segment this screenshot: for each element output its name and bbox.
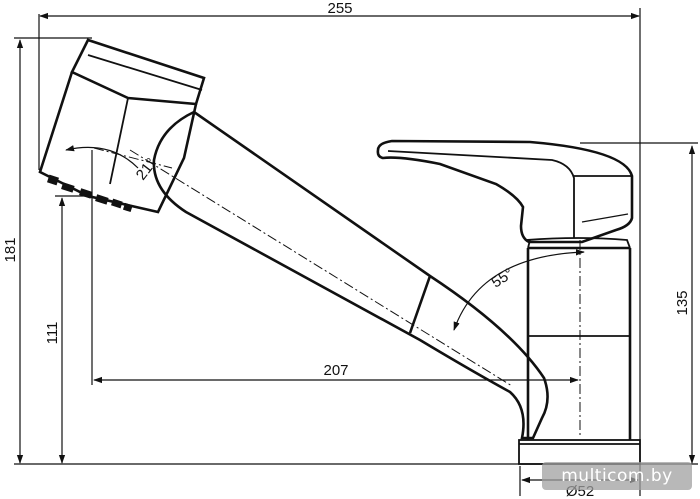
- spout-joint-line: [408, 275, 432, 334]
- dimension-label-135: 135: [674, 290, 691, 315]
- pull-out-spout: [152, 110, 549, 440]
- dimension-label-255: 255: [327, 0, 352, 17]
- angle-annotation-55: 55°: [453, 249, 585, 331]
- dimension-top-width: 255: [38, 0, 641, 466]
- spray-head: [38, 38, 206, 214]
- dimension-reach: 207: [91, 150, 579, 385]
- dimension-right-height: 135: [580, 142, 698, 464]
- dimension-label-111: 111: [44, 322, 61, 345]
- lever-handle: [376, 139, 634, 244]
- angle-label-55: 55°: [488, 265, 516, 292]
- dimension-label-207: 207: [323, 362, 348, 379]
- dimension-total-height: 181: [2, 37, 92, 464]
- dimension-label-181: 181: [2, 237, 19, 262]
- faucet-base: [518, 439, 641, 465]
- dimension-spout-height: 111: [44, 195, 92, 464]
- watermark-badge: multicom.by: [542, 462, 692, 490]
- faucet-body: [525, 237, 632, 440]
- aerator-nozzle: [47, 174, 133, 213]
